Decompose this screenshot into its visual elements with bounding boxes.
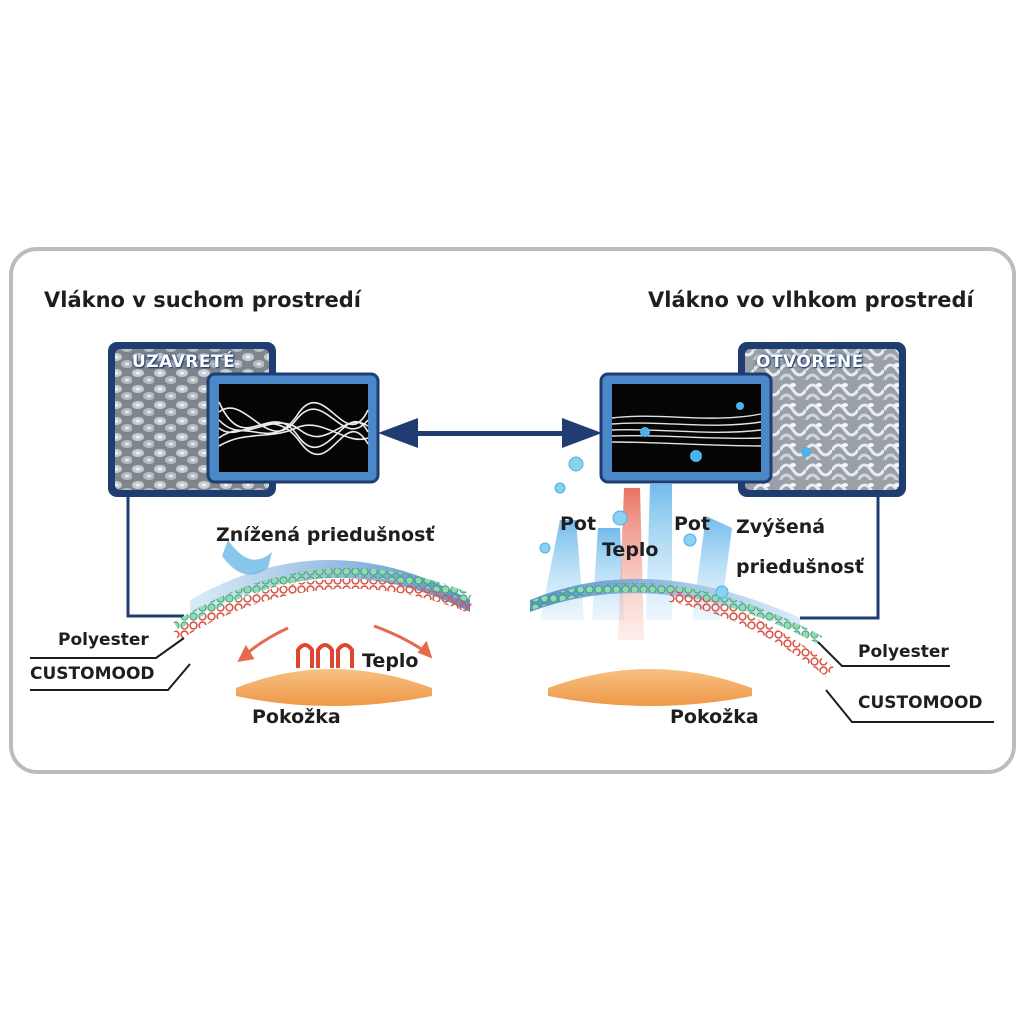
left-polyester-pointer — [30, 637, 185, 659]
right-knit-texture — [745, 349, 899, 490]
right-skin-layer — [548, 669, 752, 706]
left-heat-arrows — [237, 624, 433, 662]
left-title: Vlákno v suchom prostredí — [44, 288, 361, 312]
left-customood-layer — [173, 578, 472, 641]
right-state-badge: OTVORENÉ — [756, 352, 864, 372]
right-connector-line — [800, 494, 880, 620]
right-polyester-pointer — [817, 641, 950, 667]
right-sweat-label-right: Pot — [674, 513, 711, 535]
left-skin-label: Pokožka — [252, 706, 341, 728]
double-arrow-icon — [378, 418, 602, 448]
right-customood-layer — [668, 590, 834, 677]
right-title: Vlákno vo vlhkom prostredí — [648, 288, 974, 312]
right-heat-label: Teplo — [602, 539, 659, 561]
right-customood-pointer — [825, 689, 994, 723]
left-heat-label: Teplo — [362, 650, 419, 672]
right-breathability-line1: Zvýšená — [736, 516, 826, 538]
airflow-arrow-icon — [222, 540, 272, 575]
left-fiber-closeup — [219, 384, 368, 472]
sweat-bubbles — [539, 456, 729, 599]
left-skin-layer — [236, 669, 432, 706]
left-customood-pointer — [30, 663, 191, 691]
left-connector-line — [126, 494, 184, 618]
heat-wave-icon — [296, 643, 354, 668]
left-polyester-label: Polyester — [58, 630, 149, 650]
right-sweat-label-left: Pot — [560, 513, 597, 535]
right-fiber-closeup — [612, 384, 761, 472]
right-breathability-line2: priedušnosť — [736, 556, 864, 578]
open-fiber-strands — [611, 413, 762, 447]
right-polyester-layer — [528, 582, 823, 644]
right-polyester-label: Polyester — [858, 642, 949, 662]
left-polyester-layer — [173, 568, 472, 630]
left-state-badge: UZAVRETÉ — [132, 352, 236, 372]
water-drop-icon — [640, 402, 811, 462]
right-customood-label: CUSTOMOOD — [858, 693, 983, 713]
left-customood-label: CUSTOMOOD — [30, 664, 155, 684]
right-skin-label: Pokožka — [670, 706, 759, 728]
twisted-fiber-bundle — [218, 401, 369, 456]
left-breathability-label: Znížená priedušnosť — [216, 524, 435, 546]
